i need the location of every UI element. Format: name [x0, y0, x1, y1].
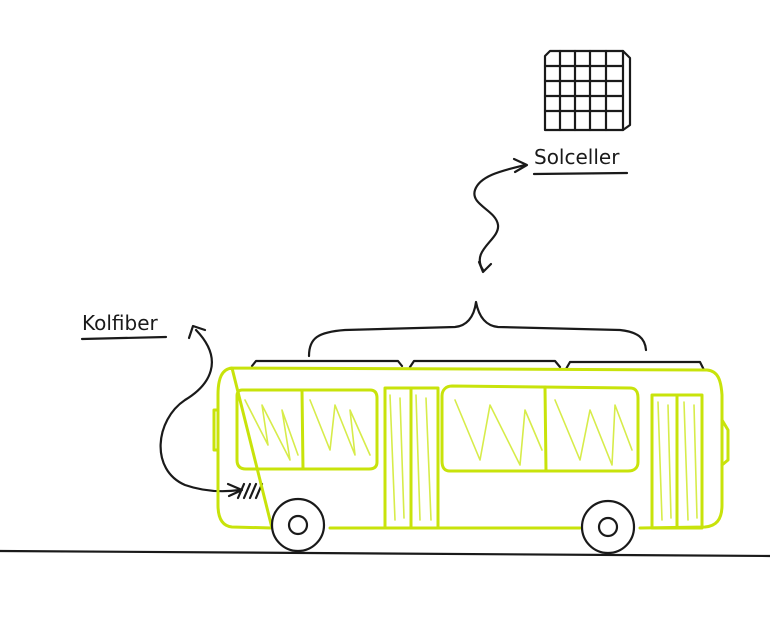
ground-line — [0, 549, 770, 558]
carbon-fiber-label: Kolfiber — [82, 311, 159, 335]
solar-panel-icon — [543, 49, 632, 132]
solar-cells-underline — [532, 171, 629, 176]
carbon-hatch-icon — [236, 482, 264, 500]
bus-body — [212, 366, 730, 530]
rear-wheel — [580, 499, 636, 555]
solar-arrow — [473, 157, 529, 274]
bus-windows — [235, 384, 640, 473]
roof-panels — [250, 359, 706, 372]
roof-brace — [307, 300, 648, 358]
carbon-fiber-underline — [80, 335, 168, 341]
bus-doors — [383, 386, 704, 530]
front-wheel — [270, 497, 326, 553]
solar-cells-label: Solceller — [534, 145, 620, 169]
carbon-arrow — [159, 324, 244, 498]
